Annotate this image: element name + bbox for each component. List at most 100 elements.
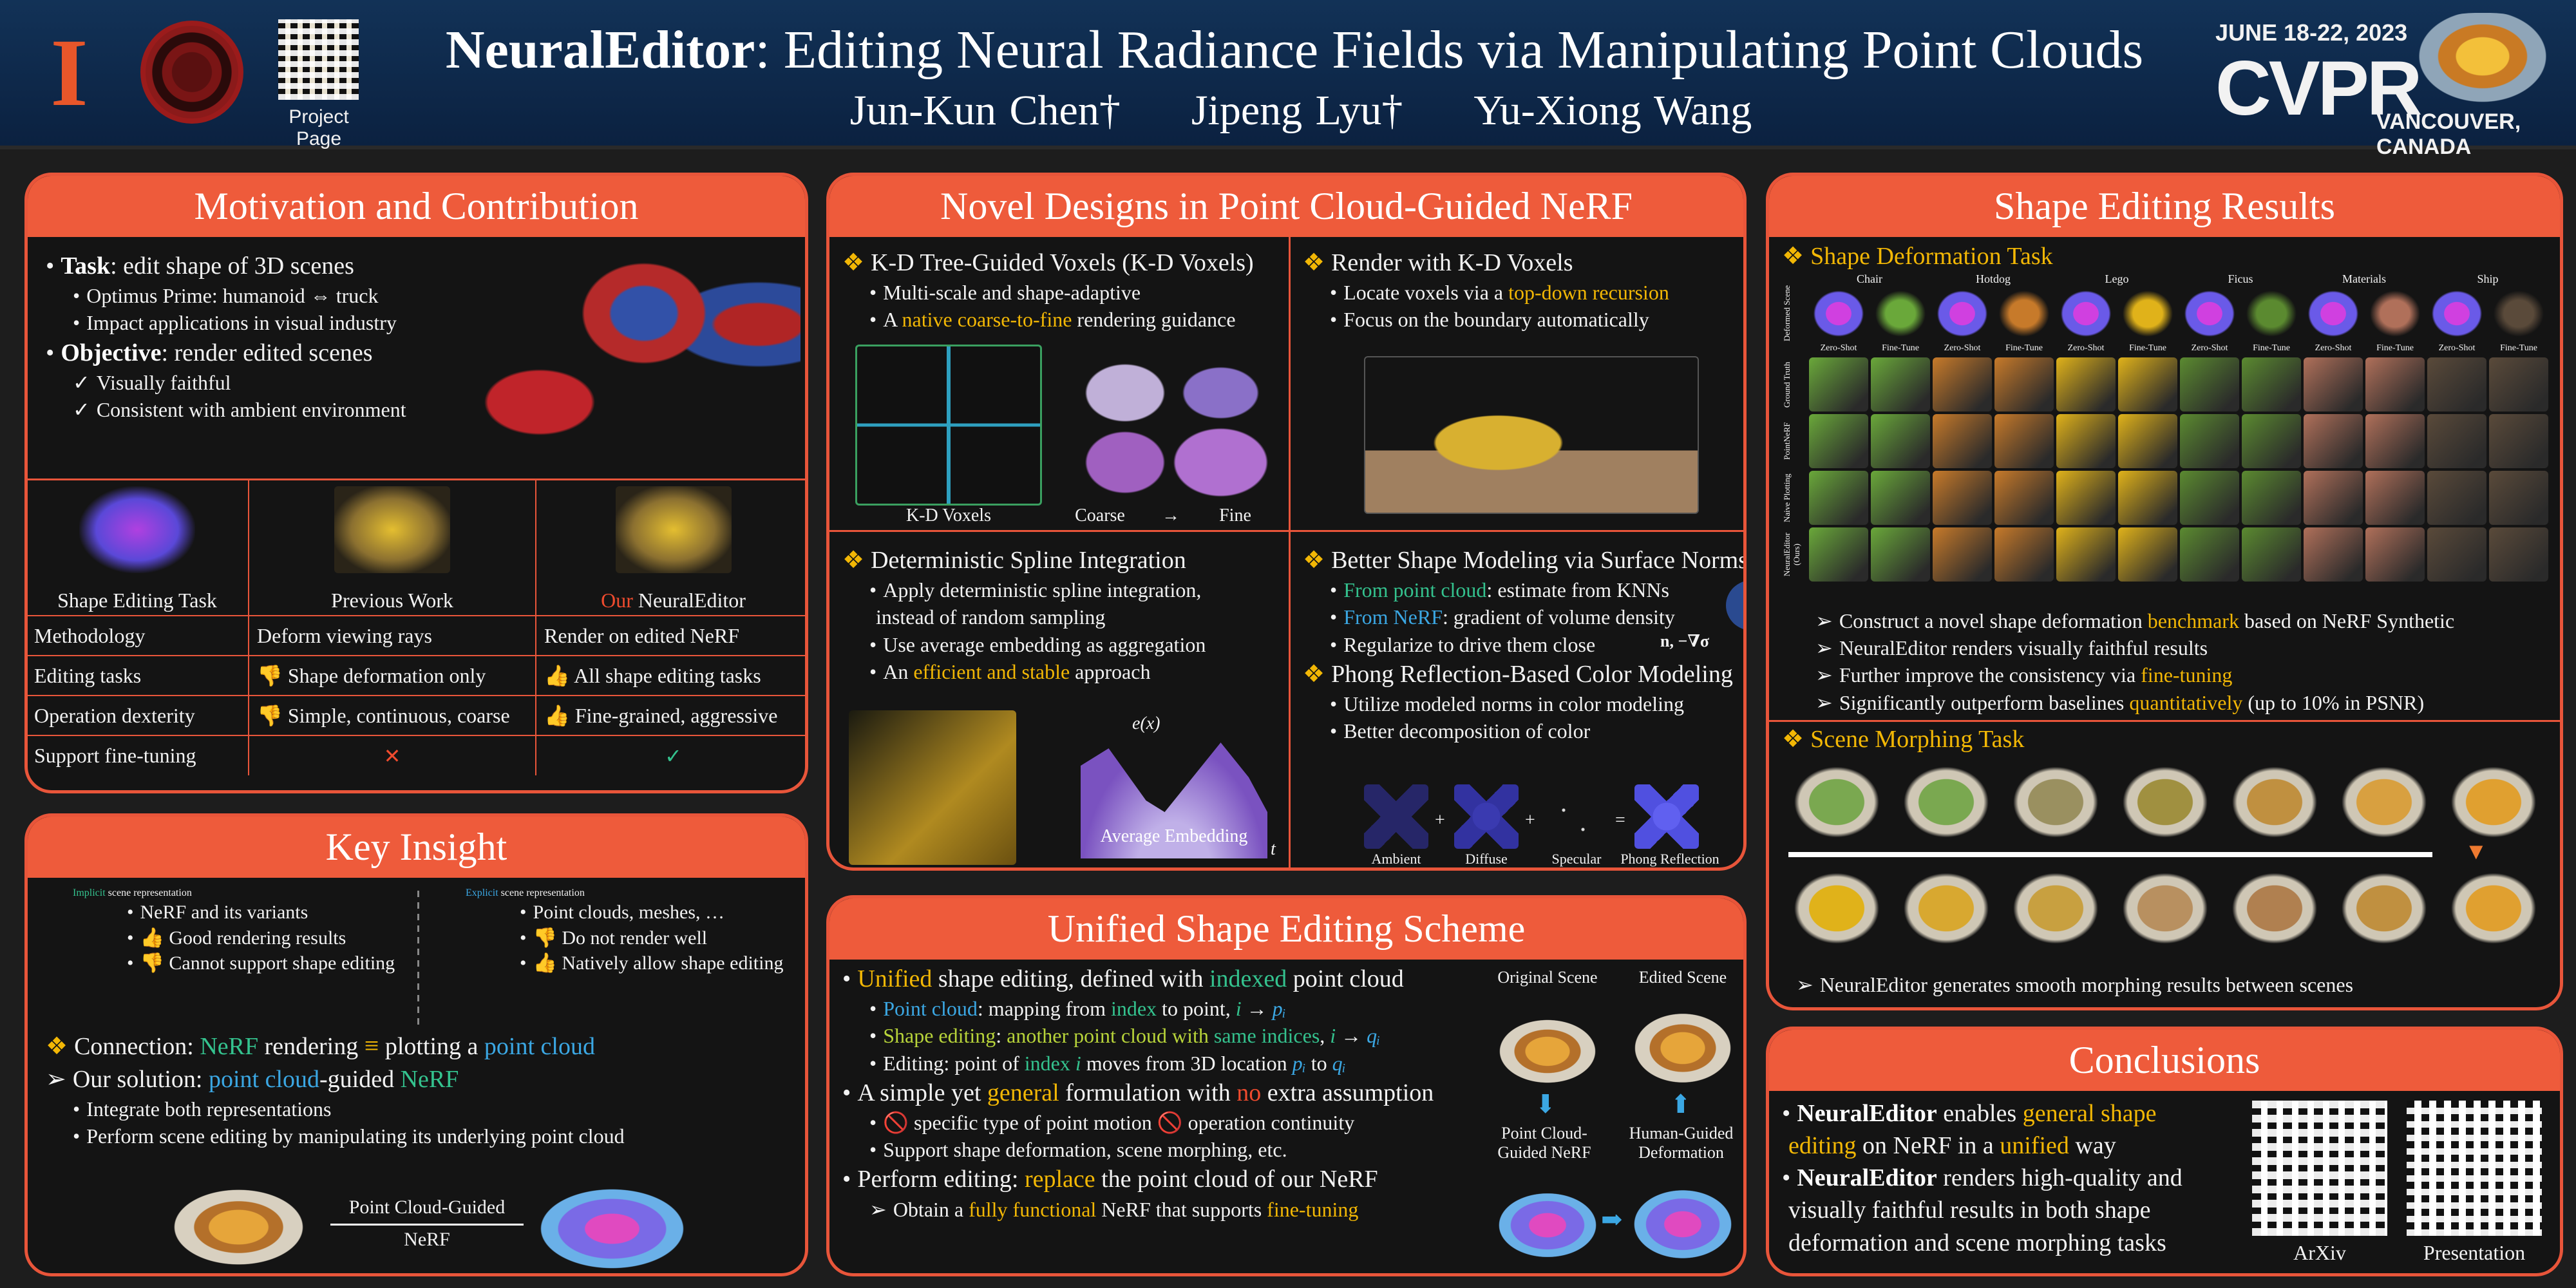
arrow-label-top: Point Cloud-Guided [348,1197,506,1218]
result-image [2180,357,2239,412]
text-line: •Better decomposition of color [1303,717,1743,744]
setting-label: Zero-Shot [2315,343,2352,353]
illinois-logo: I [50,19,88,126]
text-line: visually faithful results in both shape [1782,1194,2183,1226]
human-deformation-label: Human-Guided Deformation [1629,1124,1734,1162]
morph-image [1788,868,1885,949]
text-segment: to point, [1157,997,1236,1021]
text-line: •NeuralEditor renders high-quality and [1782,1162,2183,1194]
result-image [2427,287,2486,341]
ambient-image [1364,784,1428,849]
arxiv-label: ArXiv [2293,1241,2346,1264]
author: Yu-Xiong Wang [1473,87,1752,134]
scene-label: Ficus [2228,272,2253,285]
prev-cell: Deform viewing rays [248,615,536,656]
text-segment: efficient and stable [913,659,1070,683]
text-segment: 👎 Do not render well [533,927,708,949]
bullet-icon: • [869,1024,877,1048]
bullet-icon: • [1330,578,1338,602]
bullet-icon: • [73,284,80,308]
text-line: •From point cloud: estimate from KNNs [1303,576,1743,603]
text-segment: Deterministic Spline Integration [871,547,1186,574]
spline-lego-image [849,710,1016,865]
text-line: •NeuralEditor enables general shape [1782,1097,2183,1130]
bullet-icon: • [46,339,55,366]
text-segment: enables [1937,1100,2023,1127]
text-segment: renders high-quality and [1937,1164,2183,1192]
text-line: •An efficient and stable approach [842,658,1206,685]
arxiv-qr-code[interactable] [2252,1101,2387,1236]
shape-editing-results-panel: Shape Editing Results ❖Shape Deformation… [1766,173,2563,1010]
hotdog-image [169,1187,308,1267]
text-segment: Better Shape Modeling via Surface Norms [1331,547,1747,574]
result-image [2242,414,2301,468]
result-image [2489,414,2548,468]
result-image [2304,414,2363,468]
result-image [2427,414,2486,468]
text-segment: A simple yet [857,1079,987,1106]
text-line: •From NeRF: gradient of volume density [1303,603,1743,630]
text-segment: Consistent with ambient environment [96,398,406,422]
text-line: •👍 Natively allow shape editing [466,951,783,976]
bullet-icon: • [869,1051,877,1075]
result-image [2365,287,2425,341]
presentation-qr-code[interactable] [2407,1101,2542,1236]
result-image [2365,471,2425,525]
result-image [1809,357,1868,412]
fine-caption: Fine [1219,506,1251,526]
result-image [2180,471,2239,525]
text-line: Implicit scene representation [73,886,395,900]
morphing-caption: ➢NeuralEditor generates smooth morphing … [1769,971,2353,998]
table-row: Operation dexterity👎 Simple, continuous,… [28,695,805,736]
result-image [1871,287,1930,341]
diamond-bullet-icon: ❖ [1303,249,1325,276]
morph-image [2336,868,2432,949]
ours-cell: ✓ [535,735,805,775]
scene-label: Chair [1857,272,1882,285]
result-image [2242,527,2301,582]
edited-normal-image [1631,1188,1734,1260]
project-page-qr-code[interactable] [278,19,359,100]
result-image [2180,414,2239,468]
text-segment: , [1320,1024,1331,1048]
text-line: Explicit scene representation [466,886,783,900]
text-segment: Shape editing [883,1024,996,1048]
text-segment: : render edited scenes [161,339,373,366]
text-line: ❖Connection: NeRF rendering ≡ plotting a… [46,1029,625,1063]
text-segment: Unified [857,965,933,992]
author: Jipeng Lyu† [1191,87,1403,134]
pku-seal-logo [140,21,243,124]
text-segment: benchmark [2147,609,2239,632]
text-line: •Multi-scale and shape-adaptive [842,279,1254,306]
text-line: •🚫 specific type of point motion 🚫 opera… [842,1109,1434,1136]
neuraleditor-image [615,486,732,573]
text-segment: the point cloud of our NeRF [1095,1166,1378,1193]
text-segment: to [1305,1051,1332,1075]
text-segment: quantitatively [2129,690,2243,714]
cell-text: Deform viewing rays [257,623,432,647]
unified-scheme-panel: Unified Shape Editing Scheme •Unified sh… [826,895,1747,1276]
text-line: •👎 Do not render well [466,925,783,951]
text-segment: Apply deterministic spline integration, [883,578,1202,602]
conf-date: JUNE 18-22, 2023 [2215,19,2408,46]
ambient-label: Ambient [1371,851,1421,867]
text-segment: top-down recursion [1508,281,1669,305]
ours-cell: Render on edited NeRF [535,615,805,656]
bullet-icon: • [520,902,527,923]
spline-section: ❖Deterministic Spline Integration•Apply … [842,544,1206,685]
text-segment: Perform editing: [857,1166,1025,1193]
coarse-caption: Coarse [1075,506,1125,526]
text-line: ❖Scene Morphing Task [1782,723,2024,755]
bullet-icon: • [869,281,877,305]
result-image [2304,357,2363,412]
panel-title: Conclusions [1769,1030,2560,1091]
conclusion-bullets: •NeuralEditor enables general shape edit… [1782,1097,2183,1259]
morphing-results: ▼ [1782,762,2555,968]
row-label: Naive Plotting [1782,473,1792,522]
text-line: ❖Phong Reflection-Based Color Modeling [1303,658,1743,690]
specular-label: Specular [1551,851,1602,867]
cell-text: All shape editing tasks [574,664,761,687]
poster-header: I Project Page NeuralEditor: Editing Neu… [0,0,2576,159]
bullet-icon: • [869,1111,877,1135]
bullet-icon: • [1330,719,1338,743]
